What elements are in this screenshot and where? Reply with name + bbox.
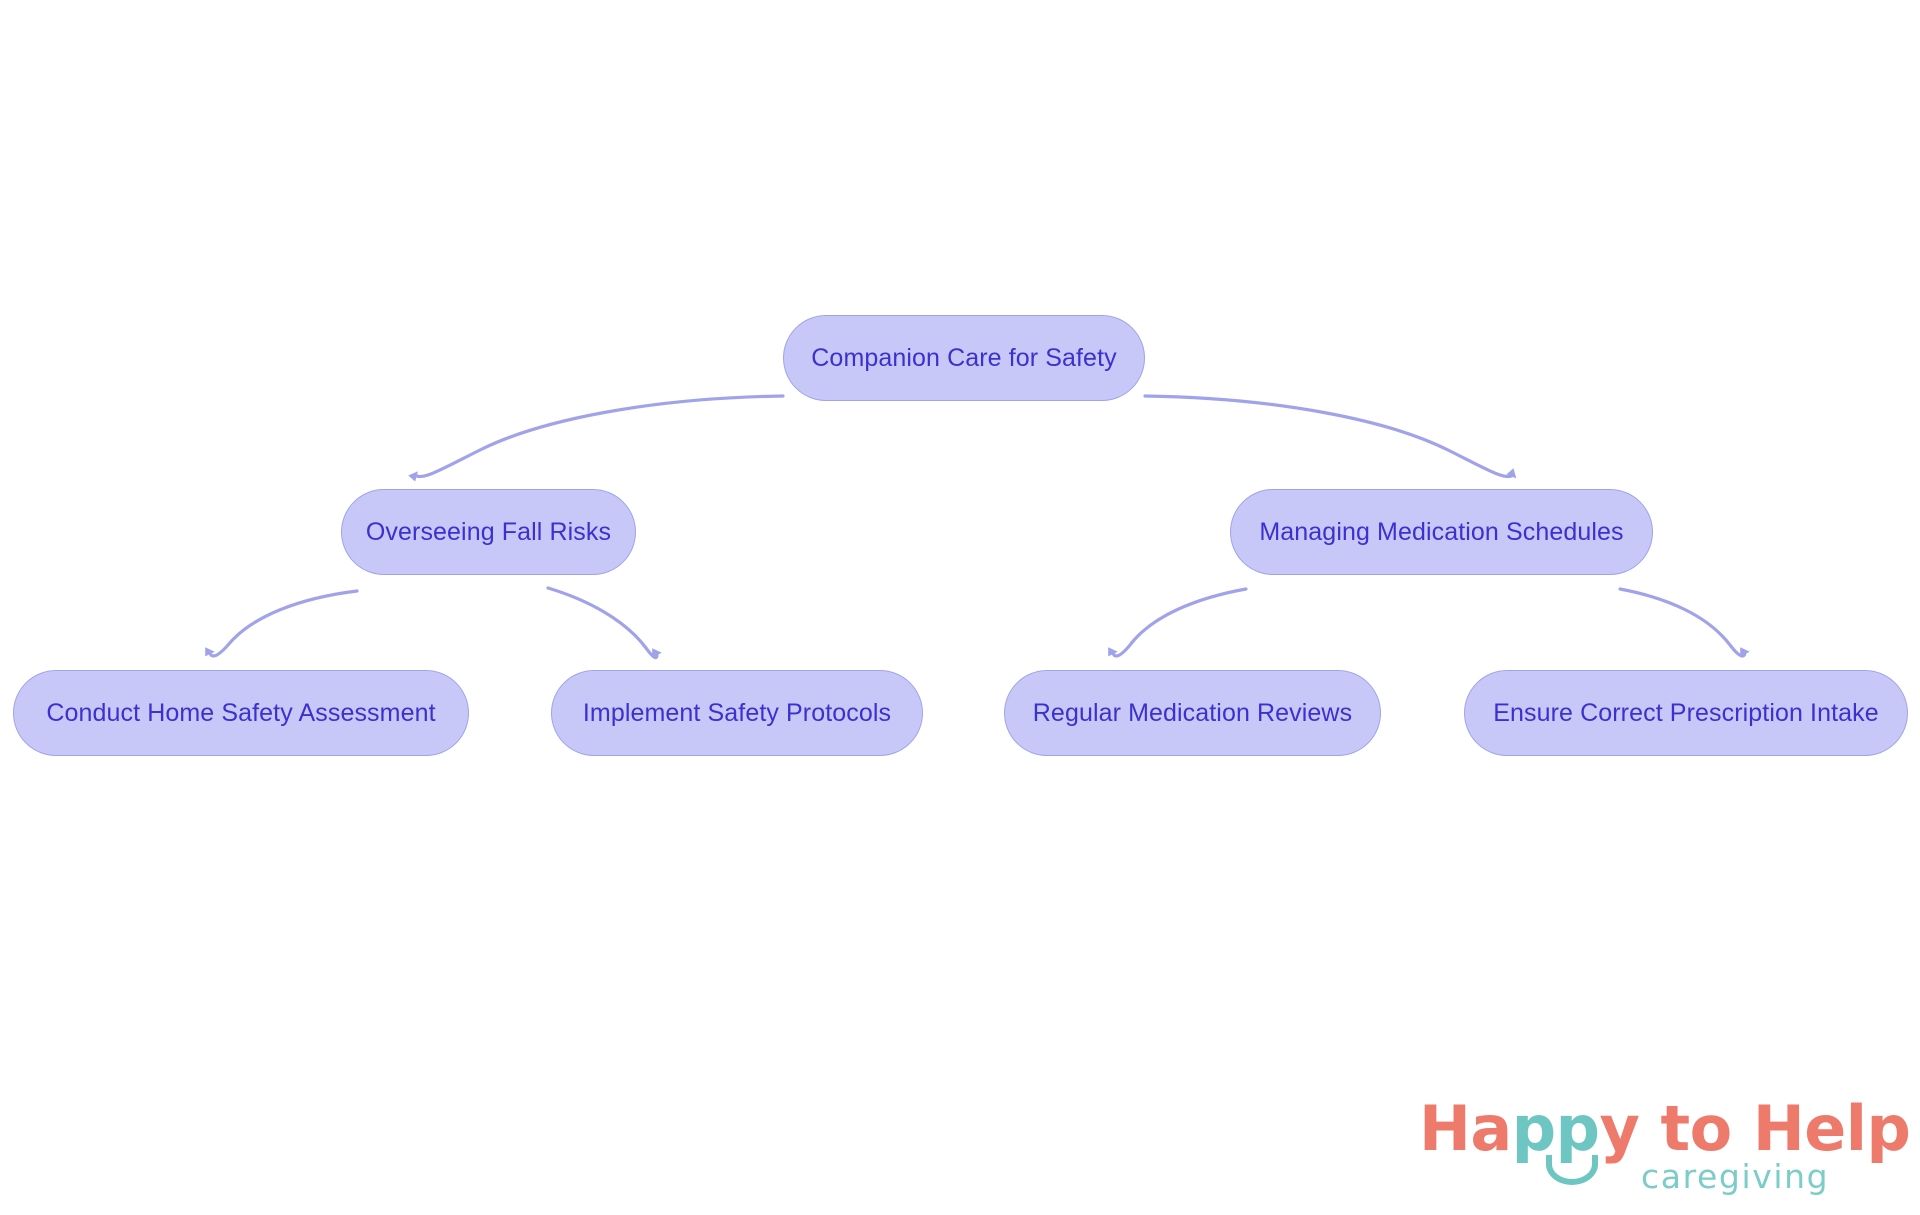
- node-label: Conduct Home Safety Assessment: [46, 698, 436, 727]
- logo-wordmark: Happy to Help: [1419, 1098, 1911, 1160]
- happy-to-help-logo: Happy to Help caregiving: [1419, 1098, 1911, 1203]
- flowchart-node-conduct-home-safety-assessment[interactable]: Conduct Home Safety Assessment: [13, 670, 469, 756]
- flowchart-node-regular-medication-reviews[interactable]: Regular Medication Reviews: [1004, 670, 1381, 756]
- flowchart-node-overseeing-fall-risks[interactable]: Overseeing Fall Risks: [341, 489, 636, 575]
- edge-root-to-b1-line: [408, 394, 785, 482]
- flowchart-node-implement-safety-protocols[interactable]: Implement Safety Protocols: [551, 670, 923, 756]
- edge-b1-to-l2-line: [546, 586, 662, 660]
- node-label: Managing Medication Schedules: [1259, 517, 1624, 546]
- node-label: Overseeing Fall Risks: [365, 517, 612, 546]
- smile-icon: [1546, 1155, 1598, 1185]
- edge-b2-to-l3-line: [1108, 587, 1248, 658]
- flowchart-node-managing-medication-schedules[interactable]: Managing Medication Schedules: [1230, 489, 1653, 575]
- logo-tagline: caregiving: [1641, 1157, 1830, 1196]
- edge-b1-to-l1-line: [205, 589, 359, 658]
- node-label: Regular Medication Reviews: [1032, 698, 1353, 727]
- logo-wordmark-part2: pp: [1511, 1092, 1600, 1165]
- logo-wordmark-part3: y to Help: [1599, 1092, 1911, 1165]
- edge-b2-to-l4-line: [1618, 587, 1750, 658]
- flowchart-node-root[interactable]: Companion Care for Safety: [783, 315, 1145, 401]
- logo-wordmark-part1: Ha: [1419, 1092, 1512, 1165]
- node-label: Companion Care for Safety: [811, 343, 1117, 372]
- edge-root-to-overseeing-fall-risks: [449, 396, 783, 477]
- flowchart-node-ensure-correct-prescription-intake[interactable]: Ensure Correct Prescription Intake: [1464, 670, 1908, 756]
- node-label: Ensure Correct Prescription Intake: [1493, 698, 1879, 727]
- edge-root-to-b2-line: [1143, 394, 1517, 479]
- node-label: Implement Safety Protocols: [582, 698, 892, 727]
